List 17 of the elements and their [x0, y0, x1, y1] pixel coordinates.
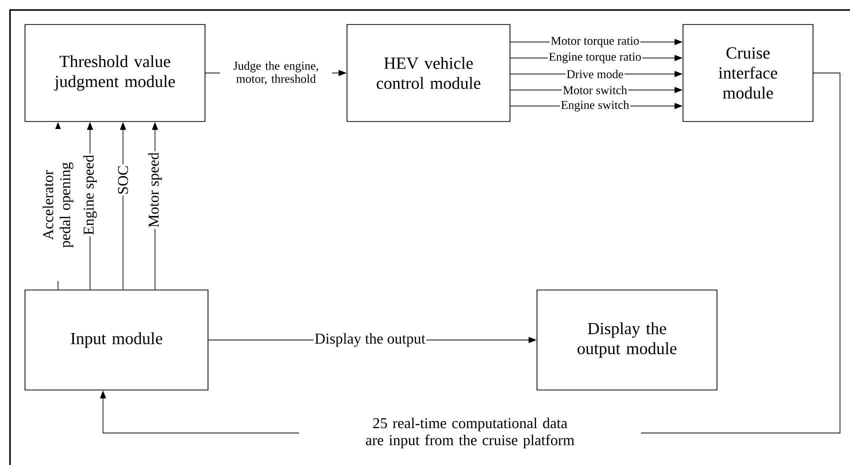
module-box: Threshold value judgment module: [24, 24, 206, 122]
edge-label: SOC: [116, 164, 130, 196]
edge-label: Motor speed: [147, 151, 163, 229]
edge-label: Display the output: [314, 332, 426, 348]
edge-label: Engine speed: [82, 154, 98, 236]
edge-label: Motor torque ratio: [550, 36, 640, 48]
edge-label: Judge the engine, motor, threshold: [220, 60, 332, 86]
module-box: Display the output module: [536, 290, 718, 390]
edge-label: Engine switch: [560, 100, 630, 112]
edge-label: Motor switch: [562, 84, 628, 96]
edge-label: 25 real-time computational data are input from the cruise platform: [299, 416, 641, 450]
edge-label: Accelerator pedal opening: [42, 129, 74, 281]
module-box: Cruise interface module: [682, 24, 814, 122]
edge-label: Engine torque ratio: [548, 52, 642, 64]
module-box: Input module: [24, 290, 208, 390]
edge-label: Drive mode: [566, 68, 624, 80]
module-box: HEV vehicle control module: [346, 24, 510, 122]
